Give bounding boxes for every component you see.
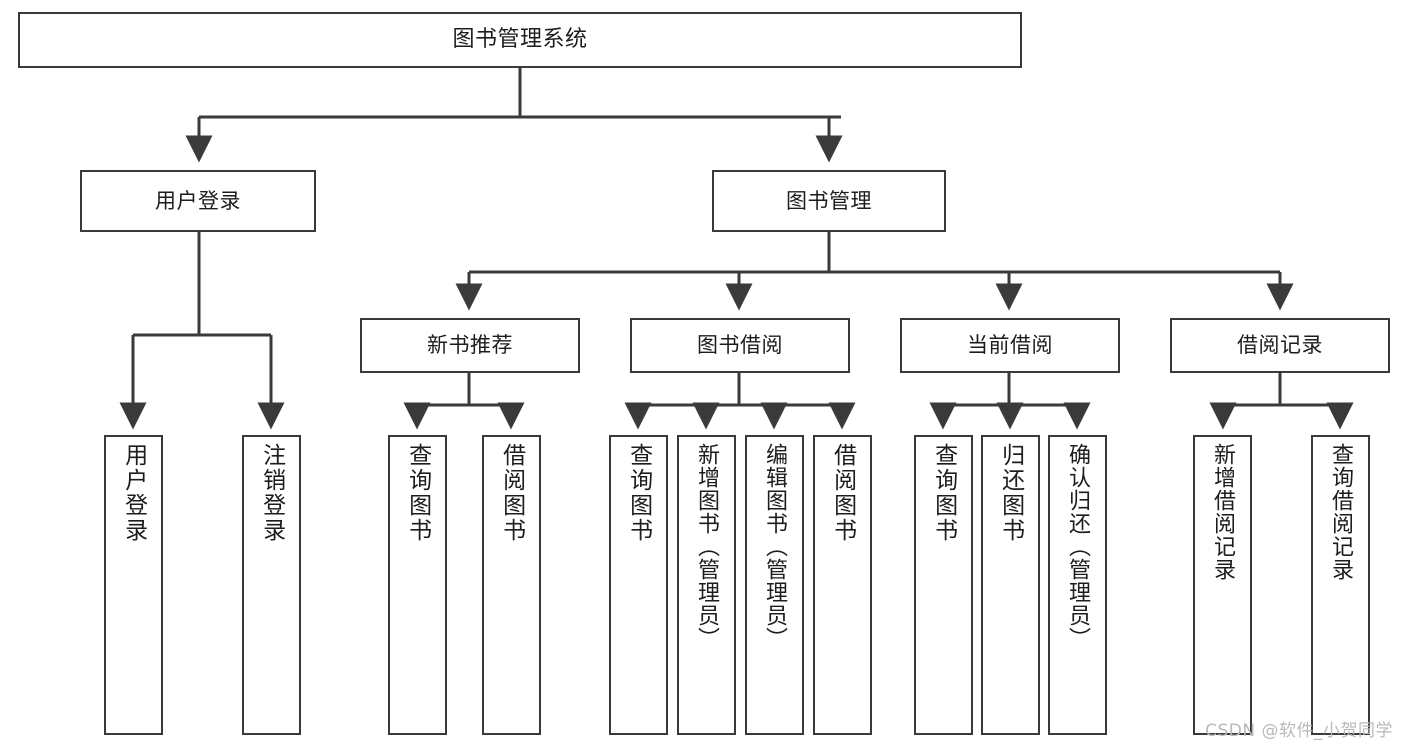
- leaf-user-login-signin[interactable]: 用户登录: [104, 435, 163, 735]
- leaf-book-borrow-query-label: 查询图书: [625, 443, 652, 543]
- node-book-borrow-label: 图书借阅: [697, 333, 783, 358]
- node-root-label: 图书管理系统: [452, 27, 588, 53]
- leaf-book-borrow-query[interactable]: 查询图书: [609, 435, 668, 735]
- leaf-new-book-borrow-label: 借阅图书: [498, 443, 525, 543]
- node-book-borrow[interactable]: 图书借阅: [630, 318, 850, 373]
- node-new-book-recommend-label: 新书推荐: [427, 333, 513, 358]
- leaf-book-borrow-borrow-label: 借阅图书: [829, 443, 856, 543]
- node-user-login[interactable]: 用户登录: [80, 170, 316, 232]
- node-borrow-records[interactable]: 借阅记录: [1170, 318, 1390, 373]
- leaf-borrow-record-query-label: 查询借阅记录: [1328, 443, 1354, 581]
- leaf-current-borrow-return[interactable]: 归还图书: [981, 435, 1040, 735]
- leaf-borrow-record-add-label: 新增借阅记录: [1210, 443, 1236, 581]
- leaf-user-login-signout-label: 注销登录: [258, 443, 285, 543]
- node-current-borrow[interactable]: 当前借阅: [900, 318, 1120, 373]
- leaf-current-borrow-confirm-return-label: 确认归还（管理员）: [1065, 443, 1091, 650]
- node-user-login-label: 用户登录: [155, 188, 241, 213]
- leaf-user-login-signout[interactable]: 注销登录: [242, 435, 301, 735]
- leaf-book-borrow-edit[interactable]: 编辑图书（管理员）: [745, 435, 804, 735]
- leaf-user-login-signin-label: 用户登录: [120, 443, 147, 543]
- leaf-new-book-query[interactable]: 查询图书: [388, 435, 447, 735]
- node-root-book-management-system[interactable]: 图书管理系统: [18, 12, 1022, 68]
- leaf-current-borrow-query-label: 查询图书: [930, 443, 957, 543]
- csdn-watermark: CSDN @软件_小贺同学: [1205, 721, 1393, 741]
- leaf-new-book-borrow[interactable]: 借阅图书: [482, 435, 541, 735]
- leaf-borrow-record-add[interactable]: 新增借阅记录: [1193, 435, 1252, 735]
- node-borrow-records-label: 借阅记录: [1237, 333, 1323, 358]
- node-new-book-recommend[interactable]: 新书推荐: [360, 318, 580, 373]
- leaf-current-borrow-query[interactable]: 查询图书: [914, 435, 973, 735]
- leaf-new-book-query-label: 查询图书: [404, 443, 431, 543]
- leaf-book-borrow-add-label: 新增图书（管理员）: [694, 443, 720, 650]
- leaf-book-borrow-edit-label: 编辑图书（管理员）: [762, 443, 788, 650]
- leaf-book-borrow-add[interactable]: 新增图书（管理员）: [677, 435, 736, 735]
- leaf-current-borrow-confirm-return[interactable]: 确认归还（管理员）: [1048, 435, 1107, 735]
- node-book-management[interactable]: 图书管理: [712, 170, 946, 232]
- leaf-book-borrow-borrow[interactable]: 借阅图书: [813, 435, 872, 735]
- node-current-borrow-label: 当前借阅: [967, 333, 1053, 358]
- leaf-borrow-record-query[interactable]: 查询借阅记录: [1311, 435, 1370, 735]
- leaf-current-borrow-return-label: 归还图书: [997, 443, 1024, 543]
- node-book-management-label: 图书管理: [786, 188, 872, 213]
